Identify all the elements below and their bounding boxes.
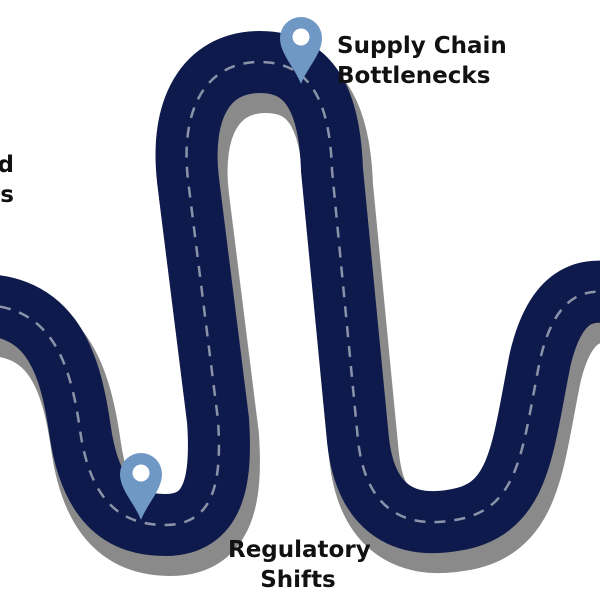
map-pin-icon: [280, 17, 322, 84]
milestone-label-line: s: [0, 182, 14, 208]
milestone-label-supply-chain: Supply Chain Bottlenecks: [337, 31, 507, 91]
milestone-label-line: d: [0, 152, 14, 178]
milestone-label-line: Supply Chain: [337, 33, 507, 59]
milestone-label-line: Shifts: [260, 567, 336, 593]
road-center-line: [0, 60, 600, 527]
map-pin-icon: [120, 453, 162, 520]
milestone-label-partial: d s: [0, 150, 14, 210]
road: [0, 31, 600, 556]
milestone-label-line: Bottlenecks: [337, 63, 491, 89]
milestone-label-line: Regulatory: [228, 537, 371, 563]
milestone-label-regulatory: Regulatory Shifts: [228, 535, 371, 595]
